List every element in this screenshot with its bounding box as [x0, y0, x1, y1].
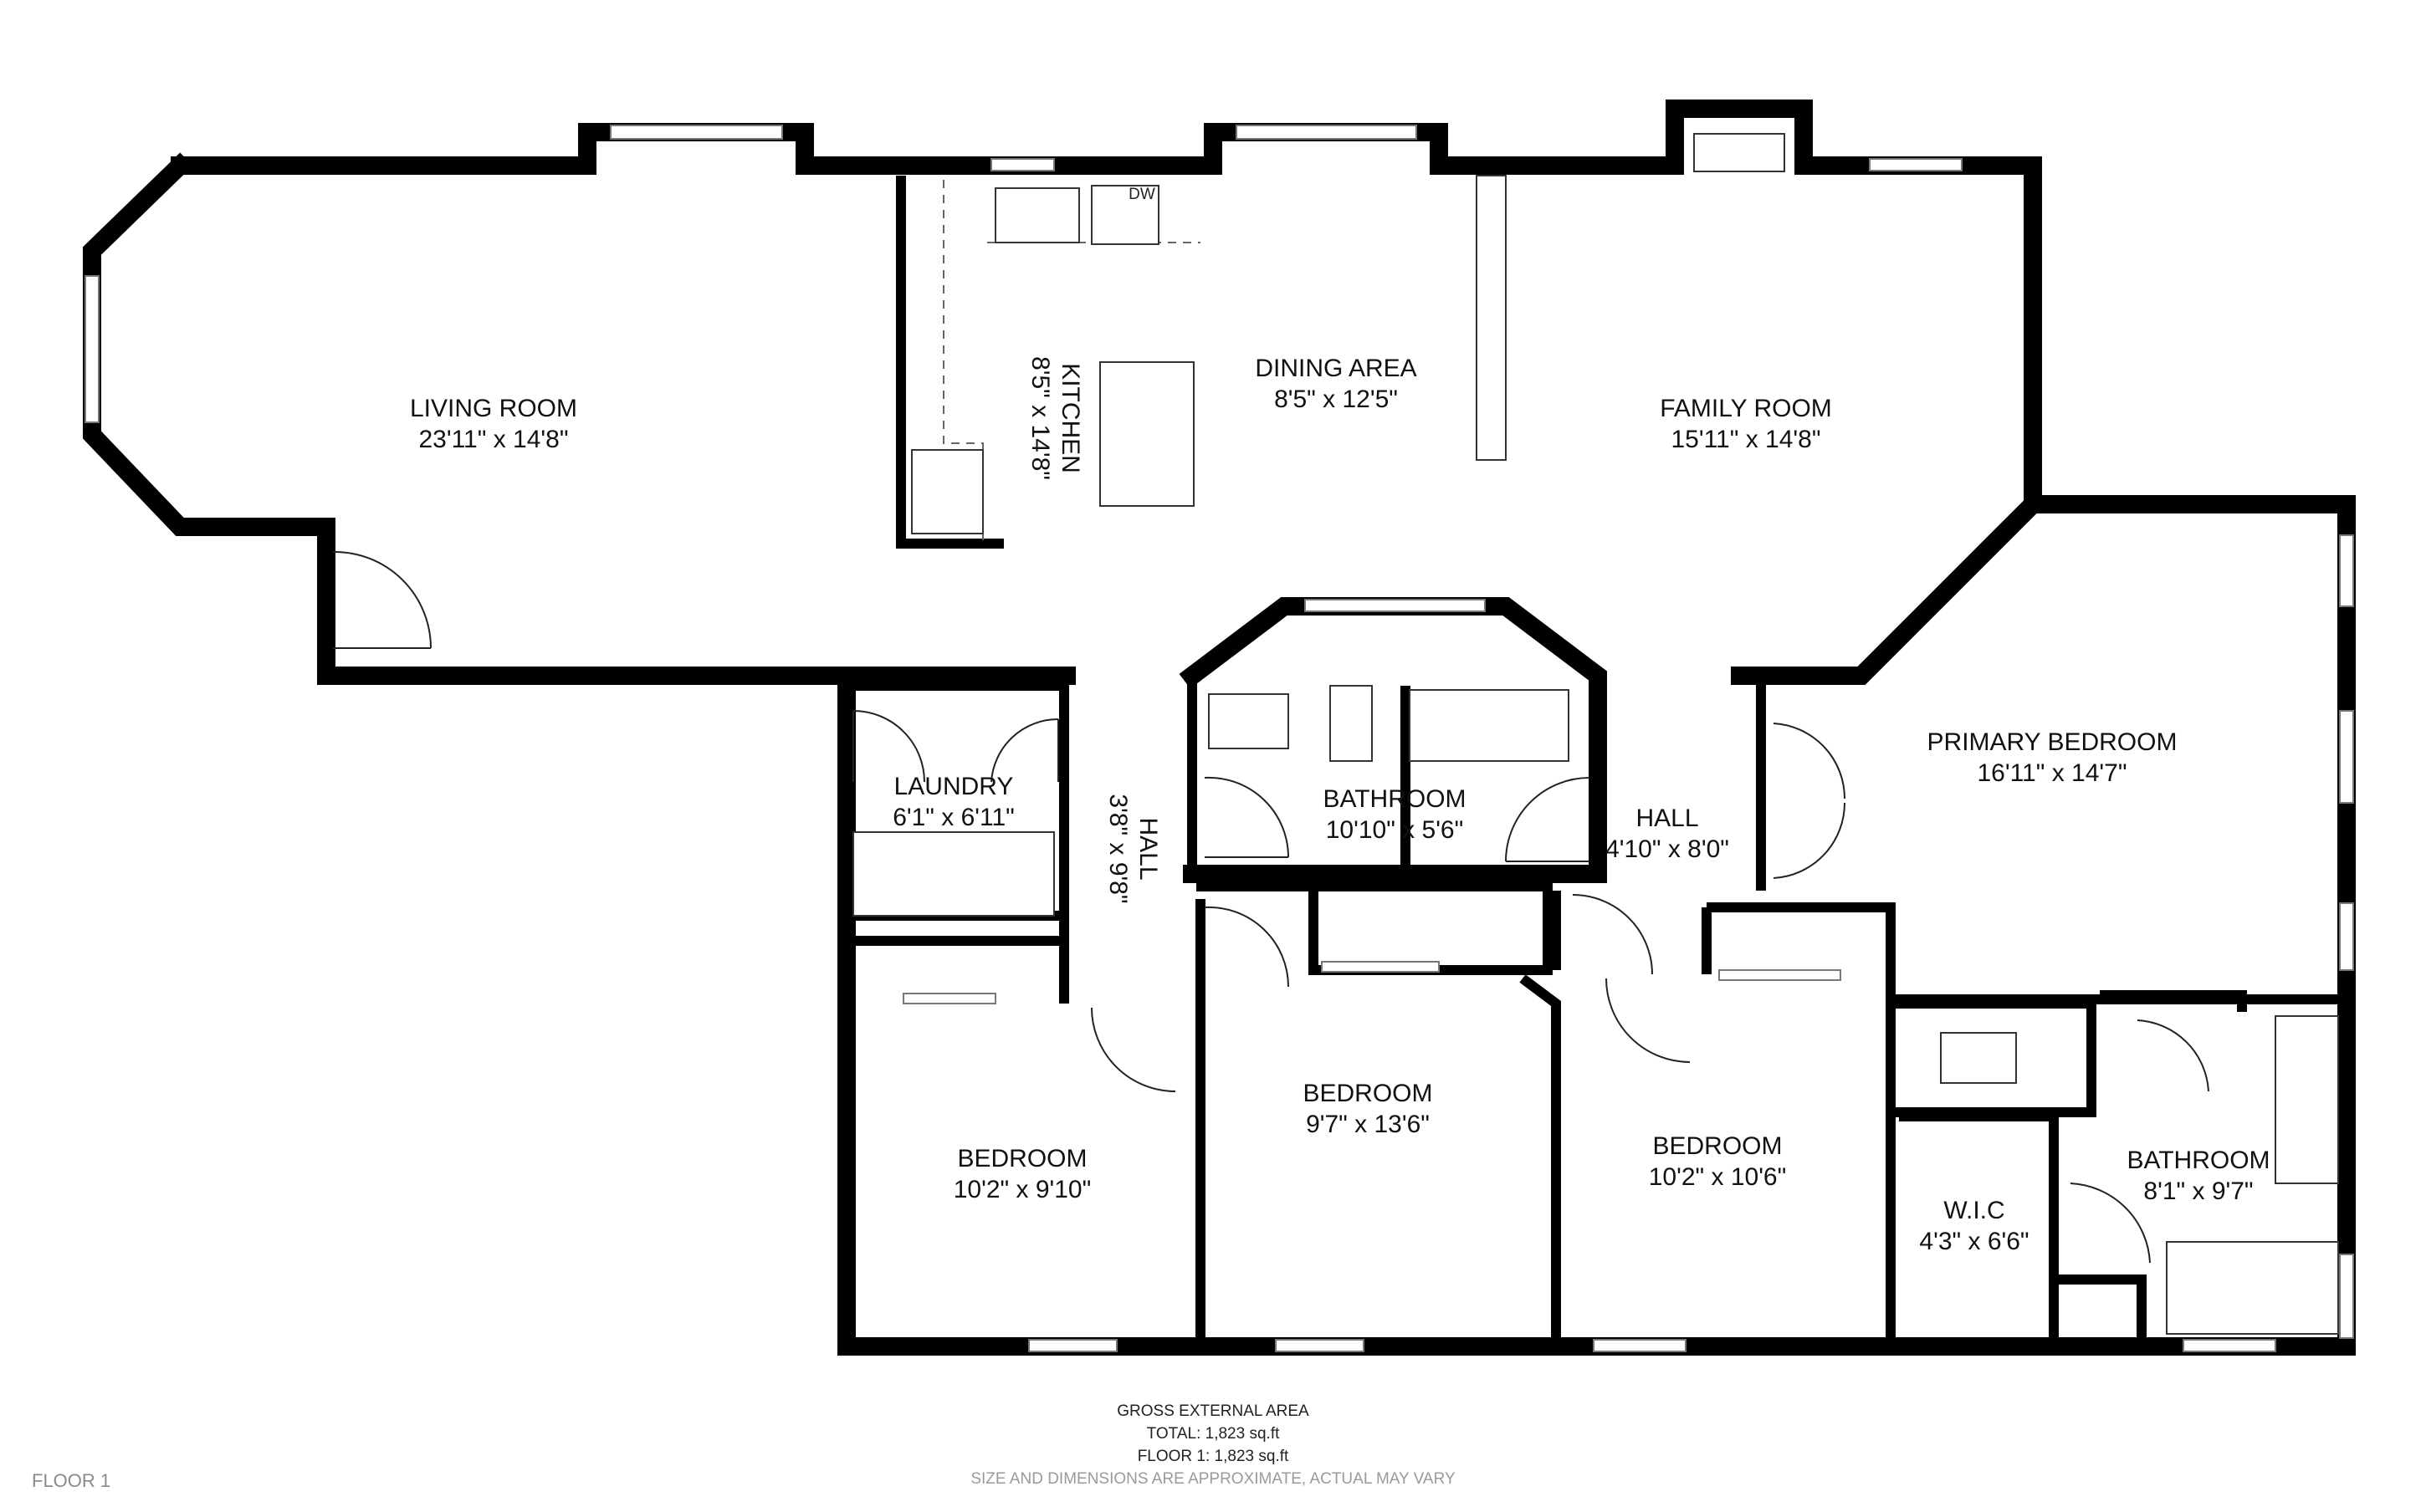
- door-laundry-left: [852, 710, 925, 783]
- window-dining-top: [1236, 125, 1417, 140]
- hall-east-dims: 4'10" x 8'0": [1605, 835, 1729, 863]
- vanity-primary: [2275, 1015, 2339, 1184]
- bedroom-sw-name: BEDROOM: [957, 1145, 1087, 1172]
- fireplace: [1693, 133, 1785, 172]
- toilet-primary: [1940, 1032, 2017, 1084]
- door-wic: [2070, 1183, 2151, 1264]
- footer: GROSS EXTERNAL AREA TOTAL: 1,823 sq.ft F…: [32, 1402, 1456, 1491]
- door-laundry-right: [990, 718, 1059, 783]
- hall-west-label: HALL 3'8" x 9'8": [1104, 794, 1162, 903]
- wic-name: W.I.C: [1943, 1197, 2004, 1224]
- bedroom-sw-dims: 10'2" x 9'10": [954, 1176, 1092, 1203]
- hall-west-dims: 3'8" x 9'8": [1104, 794, 1132, 903]
- window-primary-east-2: [2339, 710, 2354, 804]
- door-bed-sw: [1091, 1007, 1176, 1092]
- window-laundry-low: [903, 993, 996, 1004]
- door-primary-bath: [2137, 1019, 2209, 1092]
- exterior-walls: [83, 100, 2356, 1356]
- window-primary-east-1: [2339, 534, 2354, 607]
- dining-divider-column: [1476, 175, 1507, 461]
- kitchen-island: [1099, 361, 1195, 507]
- door-hall-east: [1572, 894, 1653, 975]
- stove: [1091, 185, 1159, 245]
- door-bed-center: [1204, 906, 1290, 988]
- window-kitchen-top: [990, 158, 1055, 171]
- area-floor: FLOOR 1: 1,823 sq.ft: [1138, 1448, 1289, 1465]
- window-bay-west: [84, 275, 100, 423]
- pantry: [911, 449, 984, 534]
- dishwasher-label: DW: [1129, 186, 1155, 203]
- family-room-name: FAMILY ROOM: [1660, 395, 1832, 422]
- floor-label: FLOOR 1: [32, 1470, 110, 1491]
- bathtub-center: [1409, 689, 1569, 762]
- window-bath-east: [2339, 1254, 2354, 1339]
- bathroom-center-dims: 10'10" x 5'6": [1326, 816, 1464, 844]
- dining-area-dims: 8'5" x 12'5": [1274, 386, 1398, 413]
- window-primary-east-3: [2339, 902, 2354, 971]
- bathroom-primary-name: BATHROOM: [2127, 1147, 2270, 1174]
- bedroom-center-name: BEDROOM: [1303, 1080, 1432, 1107]
- laundry-name: LAUNDRY: [894, 773, 1014, 800]
- windows: [84, 125, 2354, 1352]
- door-primary-double: [1773, 723, 1846, 879]
- window-bed-sw-bottom: [1028, 1339, 1118, 1352]
- primary-bedroom-dims: 16'11" x 14'7": [1978, 759, 2127, 787]
- vanity-sink-center: [1208, 693, 1289, 749]
- window-bed-se-bottom: [1593, 1339, 1687, 1352]
- disclaimer: SIZE AND DIMENSIONS ARE APPROXIMATE, ACT…: [970, 1470, 1456, 1488]
- hall-east-name: HALL: [1635, 805, 1698, 832]
- door-bath-right: [1505, 777, 1590, 862]
- fixtures: DW: [852, 133, 2339, 1335]
- bedroom-se-name: BEDROOM: [1652, 1132, 1782, 1160]
- living-room-dims: 23'11" x 14'8": [419, 426, 569, 453]
- doors: [332, 550, 2209, 1264]
- dining-area-name: DINING AREA: [1255, 355, 1416, 382]
- kitchen-sink: [995, 187, 1080, 243]
- door-bath-left: [1204, 776, 1290, 858]
- window-bed-center-top: [1321, 961, 1440, 973]
- area-heading: GROSS EXTERNAL AREA: [1117, 1402, 1309, 1420]
- laundry-dims: 6'1" x 6'11": [893, 804, 1015, 831]
- bedroom-center-dims: 9'7" x 13'6": [1306, 1111, 1430, 1138]
- family-room-dims: 15'11" x 14'8": [1671, 426, 1821, 453]
- kitchen-dims: 8'5" x 14'8": [1026, 356, 1054, 480]
- window-bath-top: [1304, 599, 1486, 612]
- wic-dims: 4'3" x 6'6": [1919, 1228, 2029, 1255]
- window-bath-bottom: [2183, 1339, 2276, 1352]
- window-family-top: [1869, 158, 1963, 171]
- interior-walls: [842, 597, 2347, 1338]
- primary-bedroom-name: PRIMARY BEDROOM: [1927, 728, 2178, 756]
- kitchen-name: KITCHEN: [1057, 363, 1084, 473]
- door-bed-se: [1605, 978, 1691, 1063]
- shower-primary: [2166, 1241, 2339, 1335]
- window-bed-center-bottom: [1275, 1339, 1364, 1352]
- bathroom-center-name: BATHROOM: [1323, 785, 1466, 813]
- kitchen-label: KITCHEN 8'5" x 14'8": [1026, 356, 1084, 480]
- room-labels: LIVING ROOM 23'11" x 14'8" KITCHEN 8'5" …: [410, 355, 2270, 1255]
- area-total: TOTAL: 1,823 sq.ft: [1147, 1425, 1280, 1443]
- window-living-top: [610, 125, 783, 140]
- toilet-center: [1329, 685, 1373, 762]
- bedroom-se-dims: 10'2" x 10'6": [1649, 1163, 1787, 1191]
- living-room-name: LIVING ROOM: [410, 395, 577, 422]
- laundry-cabinets: [852, 831, 1055, 917]
- hall-west-name: HALL: [1134, 817, 1162, 880]
- window-bed-se-top: [1718, 969, 1841, 981]
- bathroom-primary-dims: 8'1" x 9'7": [2143, 1177, 2253, 1205]
- door-front: [332, 550, 432, 649]
